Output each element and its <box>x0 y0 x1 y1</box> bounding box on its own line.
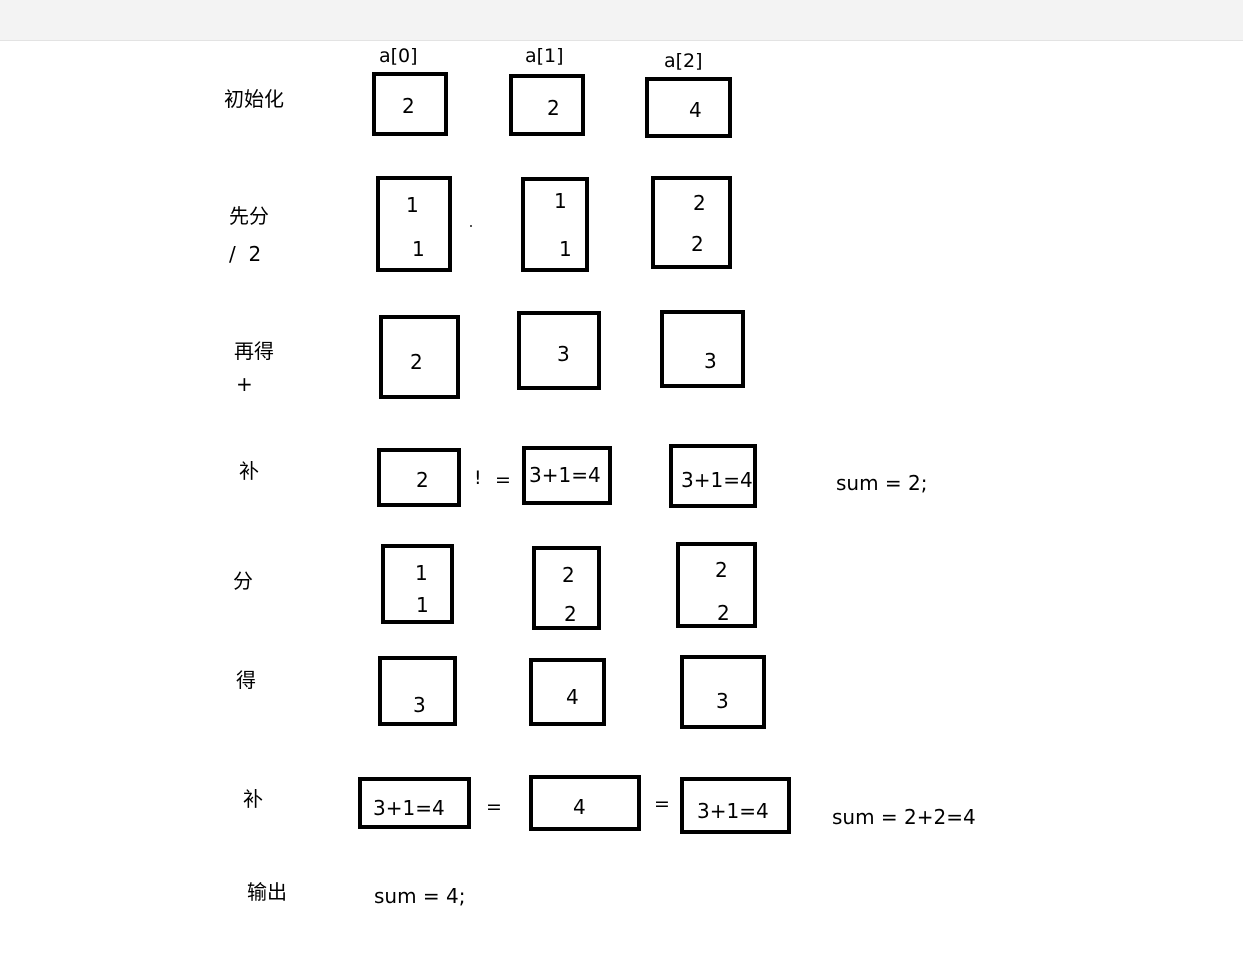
cell-value: 3 <box>704 349 717 373</box>
cell-value: 3 <box>413 693 426 717</box>
row-label-get: 得 <box>236 668 256 692</box>
cell-value: 3 <box>716 689 729 713</box>
cell-value: 3+1=4 <box>529 463 601 487</box>
cell-fill2-a0: 3+1=4 <box>358 777 471 829</box>
cell-get2-a2: 3 <box>680 655 766 729</box>
equals-symbol-1: = <box>486 796 502 818</box>
sum-note-1: sum = 2; <box>836 471 928 495</box>
cell-init-a2: 4 <box>645 77 732 138</box>
cell-divide-a2: 2 2 <box>651 176 732 269</box>
cell-get-a1: 3 <box>517 311 601 390</box>
cell-div2-a2: 2 2 <box>676 542 757 628</box>
cell-value: 3+1=4 <box>697 799 769 823</box>
cell-value-top: 2 <box>715 558 728 582</box>
cell-value-bottom: 2 <box>691 232 704 256</box>
cell-value: 3+1=4 <box>681 468 753 492</box>
row-label-init: 初始化 <box>224 87 284 111</box>
sum-note-2: sum = 2+2=4 <box>832 805 976 829</box>
cell-fill2-a2: 3+1=4 <box>680 777 791 834</box>
equals-symbol-2: = <box>654 793 670 815</box>
cell-fill2-a1: 4 <box>529 775 641 831</box>
cell-fill-a2: 3+1=4 <box>669 444 757 508</box>
cell-value-top: 1 <box>554 189 567 213</box>
row-sublabel-plus: + <box>236 372 253 396</box>
cell-value-bottom: 2 <box>717 601 730 625</box>
cell-value-bottom: 1 <box>412 237 425 261</box>
cell-value-top: 1 <box>406 193 419 217</box>
row-label-output: 输出 <box>247 880 287 904</box>
not-symbol: ! <box>474 467 482 489</box>
cell-div2-a1: 2 2 <box>532 546 601 630</box>
column-header-a1: a[1] <box>525 45 564 67</box>
equals-symbol: = <box>495 469 511 491</box>
cell-value: 3 <box>557 342 570 366</box>
cell-value: 4 <box>573 795 586 819</box>
cell-value: 2 <box>547 96 560 120</box>
cell-value-bottom: 1 <box>416 593 429 617</box>
row-sublabel-divide-by-2: / 2 <box>229 242 262 266</box>
cell-fill-a0: 2 <box>377 448 461 507</box>
window-top-bar <box>0 0 1243 41</box>
cell-init-a0: 2 <box>372 72 448 136</box>
row-label-fill-2: 补 <box>243 787 263 811</box>
row-label-then-get: 再得 <box>234 339 274 363</box>
cell-get2-a1: 4 <box>529 658 606 726</box>
cell-get2-a0: 3 <box>378 656 457 726</box>
row-label-divide-first: 先分 <box>229 204 269 228</box>
cell-divide-a0: 1 1 <box>376 176 452 272</box>
cell-div2-a0: 1 1 <box>381 544 454 624</box>
cell-value: 2 <box>416 468 429 492</box>
cell-get-a2: 3 <box>660 310 745 388</box>
cell-value-bottom: 2 <box>564 602 577 626</box>
cell-value: 4 <box>566 685 579 709</box>
cell-value-top: 2 <box>562 563 575 587</box>
row-label-fill: 补 <box>239 459 259 483</box>
row-label-divide: 分 <box>233 569 253 593</box>
cell-value: 2 <box>402 94 415 118</box>
cell-init-a1: 2 <box>509 74 585 136</box>
cell-fill-a1: 3+1=4 <box>522 446 612 505</box>
cell-value: 3+1=4 <box>373 796 445 820</box>
cell-value-bottom: 1 <box>559 237 572 261</box>
column-header-a2: a[2] <box>664 50 703 72</box>
cell-get-a0: 2 <box>379 315 460 399</box>
cell-value: 2 <box>410 350 423 374</box>
cell-value-top: 1 <box>415 561 428 585</box>
cell-value-top: 2 <box>693 191 706 215</box>
output-sum: sum = 4; <box>374 884 466 908</box>
stray-dot <box>470 225 472 227</box>
cell-divide-a1: 1 1 <box>521 177 589 272</box>
cell-value: 4 <box>689 98 702 122</box>
column-header-a0: a[0] <box>379 45 418 67</box>
